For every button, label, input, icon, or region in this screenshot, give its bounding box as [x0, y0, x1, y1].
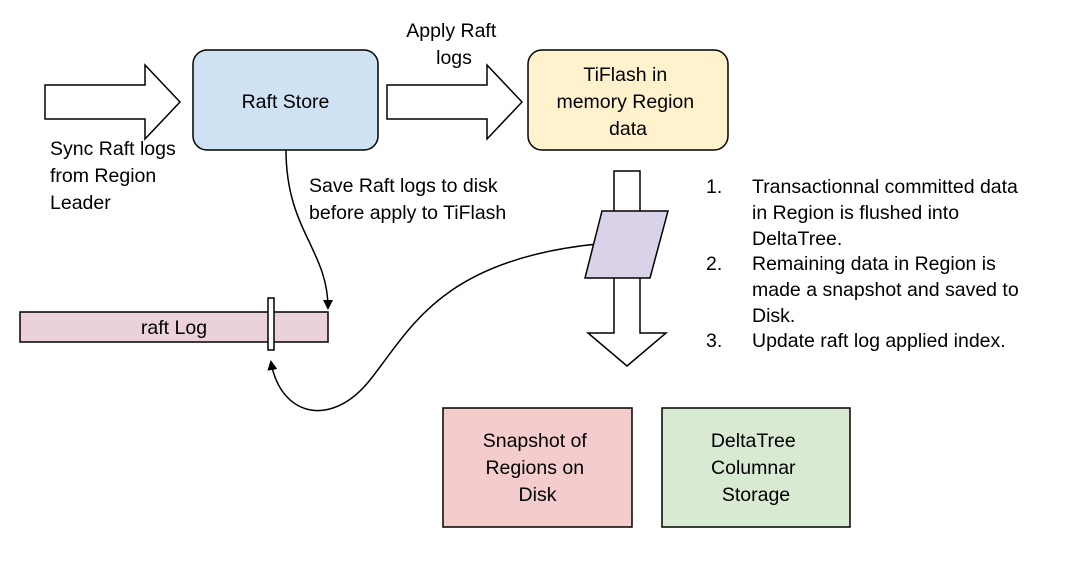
save-to-disk-connector: [285, 149, 333, 310]
step-number: 2.: [706, 253, 722, 275]
sync-raft-logs-label: Sync Raft logs from Region Leader: [50, 138, 181, 214]
tiflash-memory-box: [527, 49, 729, 151]
step-number: 3.: [706, 330, 722, 352]
raft-log-box: [19, 311, 329, 343]
apply-raft-logs-label: Apply Raft logs: [406, 20, 501, 69]
deltatree-label: DeltaTree Columnar Storage: [711, 430, 801, 506]
step-text: Remaining data in Region is made a snaps…: [752, 253, 1024, 327]
tiflash-memory-label: TiFlash in memory Region data: [556, 64, 699, 140]
snapshot-box: [442, 407, 633, 528]
steps-list: 1. Transactionnal committed data in Regi…: [706, 176, 1024, 352]
deltatree-box: [661, 407, 851, 528]
step-text: Update raft log applied index.: [752, 330, 1006, 352]
applied-index-marker: [267, 297, 275, 351]
update-applied-index-connector: [267, 243, 598, 412]
step-text: Transactionnal committed data in Region …: [752, 176, 1023, 250]
sync-hollow-arrow: [44, 63, 182, 141]
apply-hollow-arrow: [386, 63, 524, 141]
raft-log-label: raft Log: [141, 317, 207, 339]
snapshot-label: Snapshot of Regions on Disk: [483, 430, 593, 506]
step-number: 1.: [706, 176, 722, 198]
save-raft-logs-label: Save Raft logs to disk before apply to T…: [309, 175, 506, 224]
raft-store-label: Raft Store: [242, 91, 330, 113]
flush-parallelogram: [584, 210, 669, 279]
